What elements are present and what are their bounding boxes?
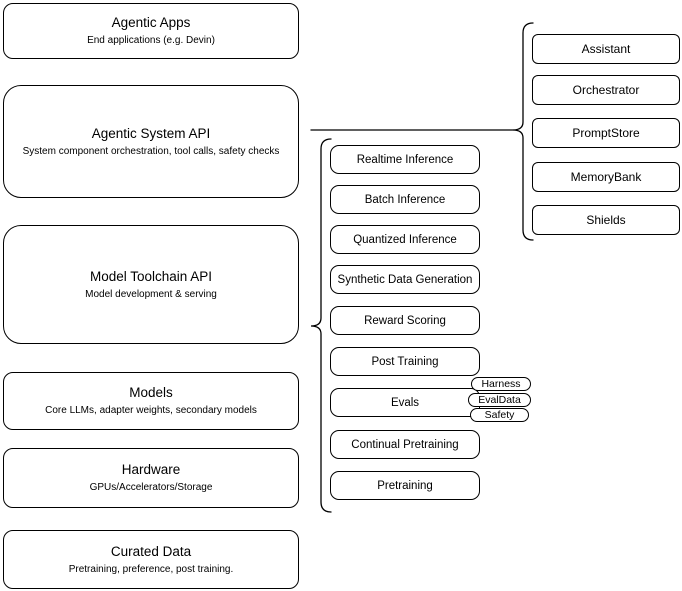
node-models: Models Core LLMs, adapter weights, secon… [3, 372, 299, 430]
tag-harness: Harness [471, 377, 531, 391]
node-title: Curated Data [110, 543, 192, 559]
node-continual-pretraining: Continual Pretraining [330, 430, 480, 459]
node-subtitle: Pretraining, preference, post training. [68, 563, 234, 575]
node-curated-data: Curated Data Pretraining, preference, po… [3, 530, 299, 589]
system-components-brace [512, 22, 534, 241]
node-shields: Shields [532, 205, 680, 235]
node-subtitle: End applications (e.g. Devin) [87, 35, 215, 46]
node-pretraining: Pretraining [330, 471, 480, 500]
node-evals: Evals [330, 388, 480, 417]
node-post-training: Post Training [330, 347, 480, 376]
node-subtitle: System component orchestration, tool cal… [22, 145, 280, 157]
tag-safety: Safety [470, 408, 529, 422]
node-subtitle: Core LLMs, adapter weights, secondary mo… [45, 405, 257, 416]
node-promptstore: PromptStore [532, 118, 680, 148]
node-reward-scoring: Reward Scoring [330, 306, 480, 335]
node-assistant: Assistant [532, 34, 680, 64]
node-title: Model Toolchain API [89, 268, 213, 284]
node-synthetic-data-generation: Synthetic Data Generation [330, 265, 480, 294]
node-title: Agentic Apps [111, 15, 191, 30]
node-subtitle: Model development & serving [85, 288, 217, 300]
node-title: Hardware [121, 462, 181, 477]
node-agentic-apps: Agentic Apps End applications (e.g. Devi… [3, 3, 299, 59]
node-agentic-system-api: Agentic System API System component orch… [3, 85, 299, 198]
node-title: Agentic System API [91, 125, 211, 141]
node-realtime-inference: Realtime Inference [330, 145, 480, 174]
node-batch-inference: Batch Inference [330, 185, 480, 214]
node-title: Models [129, 385, 173, 400]
node-memorybank: MemoryBank [532, 162, 680, 192]
node-model-toolchain-api: Model Toolchain API Model development & … [3, 225, 299, 344]
tag-evaldata: EvalData [468, 393, 531, 407]
toolchain-components-brace [310, 138, 332, 513]
node-orchestrator: Orchestrator [532, 75, 680, 105]
node-hardware: Hardware GPUs/Accelerators/Storage [3, 448, 299, 508]
node-quantized-inference: Quantized Inference [330, 225, 480, 254]
node-subtitle: GPUs/Accelerators/Storage [89, 482, 213, 493]
